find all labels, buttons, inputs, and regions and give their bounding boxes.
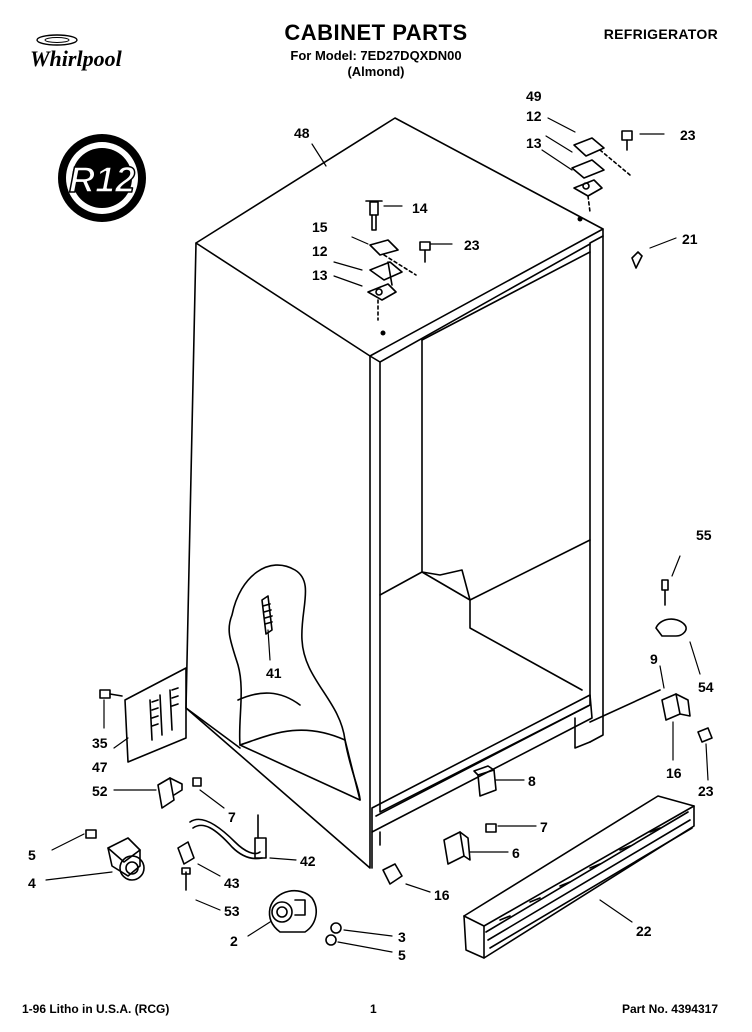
callout-16: 16 xyxy=(666,765,682,781)
callout-7b: 7 xyxy=(540,819,548,835)
callout-13: 13 xyxy=(526,135,542,151)
part-16-bracket-lower xyxy=(382,863,403,885)
callout-7: 7 xyxy=(228,809,236,825)
page-title: CABINET PARTS xyxy=(284,20,468,45)
water-tube xyxy=(177,814,267,891)
hinge-assembly-left xyxy=(365,200,431,321)
callout-54: 54 xyxy=(698,679,714,695)
callout-55: 55 xyxy=(696,527,712,543)
callout-23: 23 xyxy=(680,127,696,143)
part-8-block xyxy=(477,769,497,797)
callout-9: 9 xyxy=(650,651,658,667)
callout-3: 3 xyxy=(398,929,406,945)
callout-47: 47 xyxy=(92,759,108,775)
front-roller-left xyxy=(85,829,145,881)
callout-35: 35 xyxy=(92,735,108,751)
part-9-bracket-right xyxy=(589,689,713,743)
callout-43: 43 xyxy=(224,875,240,891)
callout-53: 53 xyxy=(224,903,240,919)
callout-15: 15 xyxy=(312,219,328,235)
callout-2: 2 xyxy=(230,933,238,949)
callout-41: 41 xyxy=(266,665,282,681)
toe-grille xyxy=(463,795,695,959)
callout-48: 48 xyxy=(294,125,310,141)
callout-4: 4 xyxy=(28,875,36,891)
part-6-bracket xyxy=(443,823,497,865)
whirlpool-logo-icon: Whirlpool xyxy=(30,34,123,71)
footer-litho: 1-96 Litho in U.S.A. (RCG) xyxy=(22,1002,170,1016)
appliance-type: REFRIGERATOR xyxy=(603,26,718,42)
part-21-clip xyxy=(631,251,643,269)
part-54-cam xyxy=(655,579,687,637)
callout-23c: 23 xyxy=(698,783,714,799)
callout-12: 12 xyxy=(526,108,542,124)
callout-5b: 5 xyxy=(398,947,406,963)
callout-12b: 12 xyxy=(312,243,328,259)
callout-49: 49 xyxy=(526,88,542,104)
r12-refrigerant-badge-icon: R12 xyxy=(58,134,146,222)
callout-numbers: 48 49 12 13 23 14 15 12 23 13 21 41 55 9… xyxy=(28,88,714,963)
footer-part-number: Part No. 4394317 xyxy=(621,1002,718,1016)
brand-name: Whirlpool xyxy=(30,46,123,71)
callout-6: 6 xyxy=(512,845,520,861)
leader-lines xyxy=(45,117,709,953)
callout-23b: 23 xyxy=(464,237,480,253)
callout-5: 5 xyxy=(28,847,36,863)
part-52-bracket xyxy=(157,777,175,809)
hinge-assembly-right xyxy=(571,130,633,213)
footer-page-number: 1 xyxy=(370,1002,377,1016)
callout-13b: 13 xyxy=(312,267,328,283)
callout-8: 8 xyxy=(528,773,536,789)
callout-52: 52 xyxy=(92,783,108,799)
model-color: (Almond) xyxy=(347,64,405,79)
badge-text: R12 xyxy=(69,159,135,200)
callout-22: 22 xyxy=(636,923,652,939)
callout-16b: 16 xyxy=(434,887,450,903)
callout-42: 42 xyxy=(300,853,316,869)
front-roller-right xyxy=(268,889,342,946)
callout-14: 14 xyxy=(412,200,428,216)
cabinet-shell xyxy=(185,117,604,869)
callout-21: 21 xyxy=(682,231,698,247)
rear-panel-bracket xyxy=(99,667,187,763)
model-number: For Model: 7ED27DQXDN00 xyxy=(290,48,462,63)
